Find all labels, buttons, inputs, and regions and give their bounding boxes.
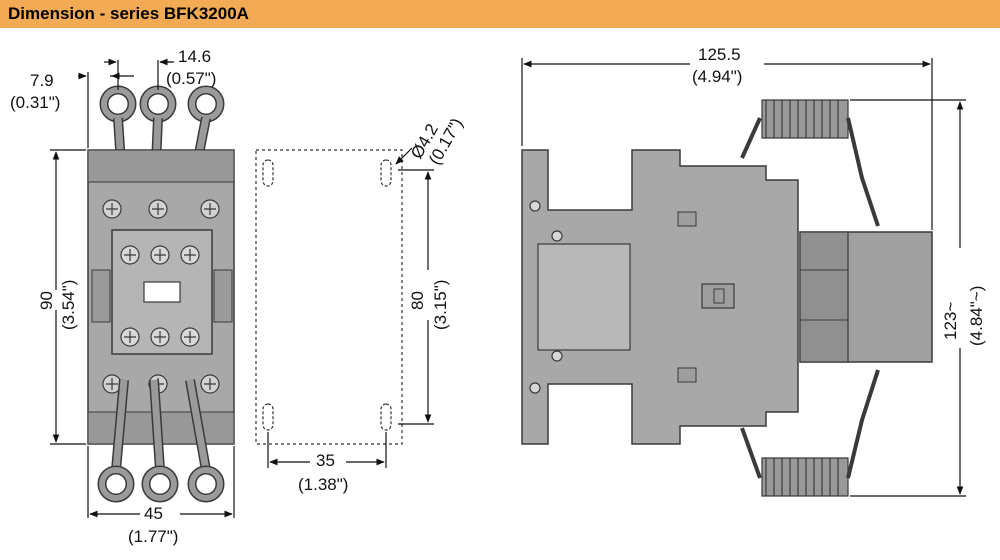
dimension-pitch (104, 58, 174, 90)
spring-wires (740, 117, 880, 479)
width-front-mm-label: 45 (144, 504, 163, 523)
loop-right-bottom (185, 379, 225, 503)
height-side-in-label: (4.84"~) (967, 286, 986, 346)
terminal-block-inner (799, 231, 849, 363)
mounting-outline (255, 149, 403, 445)
side-clip-right (213, 269, 233, 323)
offset-in-label: (0.31") (10, 93, 60, 112)
depth-in-label: (4.94") (692, 67, 742, 86)
dimension-height-front (50, 149, 86, 445)
loop-left-bottom (97, 379, 135, 503)
core-block (537, 243, 631, 351)
pitch-in-label: (0.57") (166, 69, 216, 88)
width-front-in-label: (1.77") (128, 527, 178, 546)
side-view: 125.5 (4.94") 123~ (4.84"~) (521, 45, 986, 497)
hole-horizontal-mm-label: 35 (316, 451, 335, 470)
dimension-height-side (850, 99, 966, 497)
side-holes (529, 200, 563, 394)
side-clip-left (91, 269, 111, 323)
height-front-in-label: (3.54") (59, 280, 78, 330)
depth-mm-label: 125.5 (698, 45, 741, 64)
contactor-body-side (521, 149, 799, 445)
mounting-view: Ø4.2 (0.17") 80 (3.15") 35 (1.38") (255, 115, 467, 494)
height-front-mm-label: 90 (37, 291, 56, 310)
dimension-offset (78, 72, 134, 148)
top-terminal-block (87, 149, 235, 183)
latch-slot (713, 288, 725, 304)
dimension-width-front (87, 446, 235, 518)
dimension-hole-vertical (398, 169, 434, 425)
hole-vertical-mm-label: 80 (408, 291, 427, 310)
hole-leader (395, 147, 413, 165)
offset-mm-label: 7.9 (30, 71, 54, 90)
lower-coil-spring (761, 457, 849, 497)
lower-tab (677, 367, 697, 383)
dimension-hole-horizontal (267, 432, 387, 468)
bottom-terminal-loops (97, 379, 225, 503)
upper-coil-spring (761, 99, 849, 139)
front-view: 14.6 (0.57") 7.9 (0.31") 90 (3.54") 45 ( (10, 47, 235, 546)
indicator-window (143, 281, 181, 303)
height-side-mm-label: 123~ (941, 302, 960, 340)
loop-middle-bottom (141, 379, 179, 503)
module-screws (120, 245, 200, 347)
upper-tab (677, 211, 697, 227)
hole-horizontal-in-label: (1.38") (298, 475, 348, 494)
mounting-holes (262, 159, 392, 431)
hole-vertical-in-label: (3.15") (431, 280, 450, 330)
section-header: Dimension - series BFK3200A (0, 0, 1000, 28)
side-latch (701, 283, 735, 309)
pitch-mm-label: 14.6 (178, 47, 211, 66)
top-screw-row (102, 199, 220, 219)
section-title: Dimension - series BFK3200A (8, 4, 249, 23)
dimension-depth (521, 58, 933, 230)
